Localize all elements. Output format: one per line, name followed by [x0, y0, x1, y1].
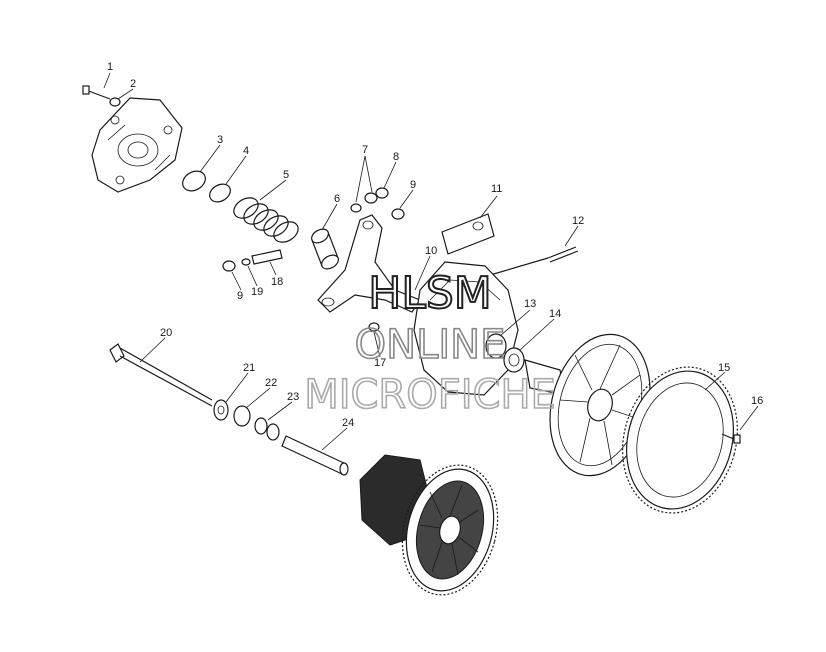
part-9-nut-upper[interactable]	[391, 208, 405, 220]
part-21-washer[interactable]	[213, 399, 229, 421]
part-labels: 1 2 3 4 5 6 7 8 9 9 10 11 12 13 14 15 16…	[107, 61, 763, 429]
watermark-line2: ONLINE	[355, 322, 506, 368]
part-12-pin[interactable]	[479, 246, 579, 279]
label-15: 15	[718, 362, 730, 374]
label-14: 14	[549, 308, 561, 320]
label-19: 19	[251, 286, 263, 298]
part-16-bolt[interactable]	[721, 433, 741, 444]
label-24: 24	[342, 417, 354, 429]
label-6: 6	[334, 193, 340, 205]
label-17: 17	[374, 357, 386, 369]
cover-plate[interactable]	[91, 97, 183, 193]
part-7-washer[interactable]	[350, 203, 362, 213]
part-6-bushing[interactable]	[309, 226, 341, 271]
label-8: 8	[393, 151, 399, 163]
part-15-ring-gear[interactable]	[607, 354, 753, 526]
label-9-lower: 9	[237, 290, 243, 302]
label-10: 10	[425, 245, 437, 257]
label-9-upper: 9	[410, 179, 416, 191]
part-24-shaft[interactable]	[281, 435, 349, 476]
watermark-line1: HLSM	[368, 268, 492, 319]
part-5-spring[interactable]	[230, 194, 302, 247]
label-20: 20	[160, 327, 172, 339]
watermark-line3: MICROFICHE	[304, 372, 556, 418]
part-11-bracket[interactable]	[441, 213, 495, 255]
part-23-rings[interactable]	[254, 417, 280, 441]
label-22: 22	[265, 377, 277, 389]
label-23: 23	[287, 391, 299, 403]
label-16: 16	[751, 395, 763, 407]
arm-assembly[interactable]	[317, 214, 421, 313]
label-1: 1	[107, 61, 113, 73]
label-18: 18	[271, 276, 283, 288]
part-8-nut[interactable]	[364, 187, 389, 204]
label-21: 21	[243, 362, 255, 374]
label-4: 4	[243, 145, 249, 157]
label-3: 3	[217, 134, 223, 146]
part-14-bearing[interactable]	[503, 347, 525, 373]
part-20-long-bolt[interactable]	[109, 343, 213, 407]
leader-lines	[103, 72, 759, 451]
part-17-nut[interactable]	[368, 322, 380, 332]
watermark: HLSM ONLINE MICROFICHE	[303, 267, 556, 419]
label-13: 13	[524, 298, 536, 310]
part-13-ring[interactable]	[485, 333, 507, 359]
label-2: 2	[130, 78, 136, 90]
part-1-bolt[interactable]	[82, 85, 111, 100]
part-2-washer[interactable]	[109, 97, 121, 107]
clutch-assembly[interactable]	[359, 454, 512, 605]
part-4-snap-ring[interactable]	[206, 181, 233, 206]
part-22-spacer[interactable]	[233, 405, 251, 427]
part-18-pin[interactable]	[251, 249, 283, 265]
part-3-ring[interactable]	[179, 167, 209, 195]
label-12: 12	[572, 215, 584, 227]
fixed-sheave[interactable]	[524, 323, 665, 487]
part-19-washer[interactable]	[241, 258, 251, 266]
part-9-nut-lower[interactable]	[222, 260, 236, 272]
label-7: 7	[362, 144, 368, 156]
label-11: 11	[491, 183, 502, 195]
label-5: 5	[283, 169, 289, 181]
